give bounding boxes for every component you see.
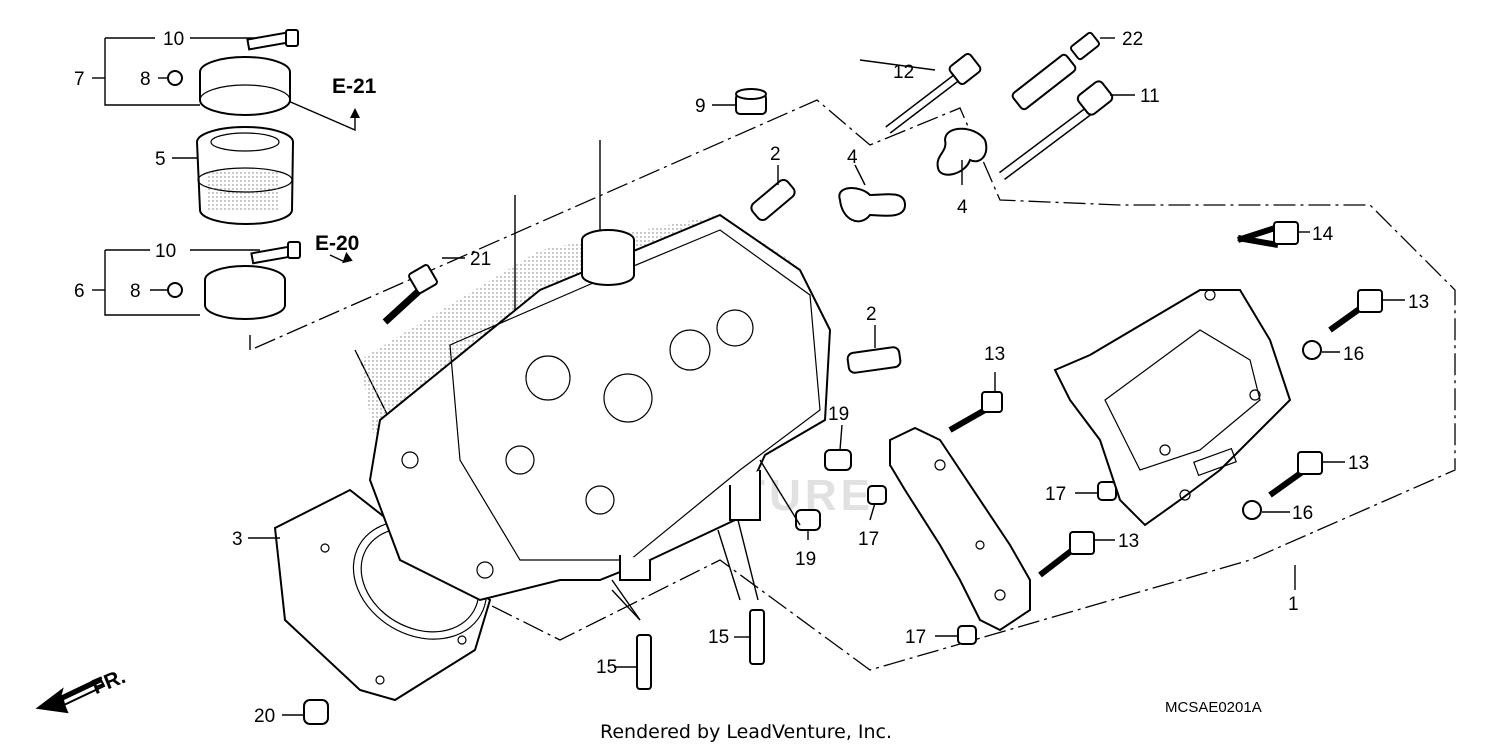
callout-2-lower: 2 [866, 304, 877, 325]
callout-16-upper: 16 [1343, 344, 1364, 365]
callout-3: 3 [232, 529, 243, 550]
insulator-5 [196, 126, 294, 225]
bolt-13-right-upper [1328, 289, 1383, 333]
ref-arrows [342, 108, 360, 264]
callout-17-lower: 17 [905, 627, 926, 648]
callout-15-right: 15 [708, 627, 729, 648]
callout-15-left: 15 [596, 657, 617, 678]
callout-21: 21 [470, 249, 491, 270]
dowel-19-lower [795, 509, 821, 531]
gasket-3 [273, 488, 492, 702]
dowel-2-lower [846, 346, 902, 374]
upper-left-leaders [92, 37, 601, 350]
callout-4-right: 4 [957, 197, 968, 218]
callout-leaders [248, 37, 1405, 716]
callout-10-top: 10 [163, 29, 184, 50]
callout-1: 1 [1288, 594, 1299, 615]
callout-10-lower: 10 [155, 241, 176, 262]
clamp-6 [204, 265, 286, 320]
stud-12 [885, 52, 982, 134]
callout-13-c: 13 [1348, 453, 1369, 474]
nut-8-lower [167, 282, 183, 298]
bolt-13-lower [1038, 531, 1095, 578]
callout-8-top: 8 [140, 69, 151, 90]
callout-22: 22 [1122, 29, 1143, 50]
nut-8-top [167, 70, 183, 86]
dowel-19-upper [824, 449, 852, 471]
callout-19-lower: 19 [795, 549, 816, 570]
bolt-13-middle [948, 391, 1003, 433]
dowel-17-a [867, 485, 887, 505]
bolt-14 [1237, 221, 1299, 248]
callout-16-lower: 16 [1292, 503, 1313, 524]
dowel-17-c [1097, 481, 1117, 501]
bolt-10-top [246, 29, 299, 51]
fr-label: FR. [89, 665, 129, 699]
diagram-code: MCSAE0201A [1165, 699, 1262, 716]
callout-7: 7 [74, 69, 85, 90]
front-direction-arrow: FR. [35, 665, 129, 714]
callout-labels: 10 7 8 5 10 6 8 E-21 E-20 21 9 2 4 12 22… [74, 29, 1429, 727]
stud-11 [999, 80, 1114, 180]
washer-16-lower [1242, 500, 1262, 520]
callout-19-upper: 19 [828, 404, 849, 425]
callout-4-left: 4 [847, 147, 858, 168]
callout-5: 5 [155, 149, 166, 170]
bolt-13-right-lower [1268, 451, 1323, 498]
callout-13-d: 13 [1118, 531, 1139, 552]
callout-20: 20 [254, 706, 275, 727]
washer-16-upper [1302, 340, 1322, 360]
callout-17-right: 17 [1045, 484, 1066, 505]
clamp-7 [199, 56, 291, 116]
dowel-20 [303, 699, 329, 725]
ref-e20[interactable]: E-20 [315, 232, 359, 255]
callout-13-b: 13 [984, 344, 1005, 365]
spark-plug-22 [1011, 31, 1100, 111]
cylinder-head-1 [360, 213, 832, 602]
cam-holder-middle [889, 426, 1031, 632]
cap-9 [735, 88, 767, 115]
callout-8-lower: 8 [130, 281, 141, 302]
bolt-10-lower [250, 241, 301, 265]
dowel-17-b [957, 625, 977, 645]
dowel-2-upper [750, 179, 796, 221]
callout-2-upper: 2 [770, 144, 781, 165]
callout-17-mid: 17 [858, 529, 879, 550]
ref-e21[interactable]: E-21 [332, 75, 377, 98]
callout-13-a: 13 [1408, 292, 1429, 313]
footer-credit: Rendered by LeadVenture, Inc. [600, 721, 892, 743]
o-rings-4 [838, 127, 988, 223]
cam-holder-right [1053, 289, 1292, 527]
callout-11: 11 [1140, 86, 1160, 107]
callout-9: 9 [695, 96, 706, 117]
bolt-21 [382, 264, 438, 325]
callout-14: 14 [1312, 224, 1334, 245]
callout-6: 6 [74, 281, 85, 302]
callout-12: 12 [893, 62, 914, 83]
